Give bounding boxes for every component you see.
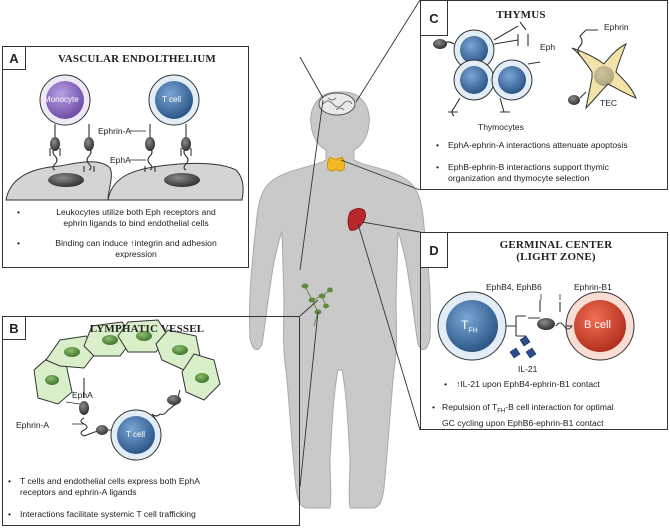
thymocyte-nucleus — [460, 66, 488, 94]
panel-thymus: C THYMUS — [420, 0, 668, 190]
il-21-cytokines — [509, 335, 537, 359]
bullet-point: • Repulsion of TFH-B cell interaction fo… — [432, 402, 664, 429]
panel-b-graphics — [33, 319, 221, 461]
endothelial-nucleus — [164, 173, 200, 187]
bullet-char: • — [8, 476, 12, 486]
human-body-silhouette — [248, 91, 432, 509]
lymphatic-vessels-icon — [301, 283, 333, 327]
bullet-point: • ↑IL-21 upon EphB4-ephrin-B1 contact — [444, 379, 656, 390]
t-cell-label: T cell — [162, 95, 181, 104]
tfh-label-main: T — [461, 318, 469, 332]
ephrin-receptor — [96, 425, 108, 435]
bullet-text-line: expression — [115, 249, 157, 259]
ephrin-receptor — [537, 318, 555, 330]
bullet-text-line: GC cycling upon EphB6-ephrin-B1 contact — [442, 417, 604, 428]
thymocyte-nucleus — [460, 36, 488, 64]
bullet-text-line: organization and thymocyte selection — [448, 173, 590, 183]
bullet-text-line: Interactions facilitate systemic T cell … — [20, 509, 196, 519]
bullet-char: • — [17, 238, 21, 248]
bullet-text-line: Leukocytes utilize both Eph receptors an… — [56, 207, 216, 217]
thymocyte-nucleus — [498, 66, 526, 94]
ephrin-receptor — [84, 137, 94, 151]
bullet-text-line: EphA-ephrin-A interactions attenuate apo… — [448, 140, 628, 150]
bullet-text-line: Repulsion of TFH-B cell interaction for … — [442, 402, 664, 418]
b-cell-label: B cell — [584, 319, 611, 331]
tec-nucleus — [594, 66, 614, 86]
t-cell-nucleus — [117, 416, 155, 454]
panel-c-graphics — [433, 21, 637, 117]
panel-title: VASCULAR ENDOLTHELIUM — [58, 53, 216, 65]
ephrin-receptor — [181, 137, 191, 151]
bullet-char: • — [8, 509, 12, 519]
monocyte-nucleus — [46, 81, 84, 119]
ephrin-receptor — [568, 95, 580, 105]
bullet-text-sub: FH — [497, 408, 506, 415]
bullet-text-line: Binding can induce ↑integrin and adhesio… — [55, 238, 217, 248]
bullet-point: • Leukocytes utilize both Eph receptors … — [17, 207, 243, 229]
panel-title: LYMPHATIC VESSEL — [89, 323, 205, 335]
tfh-label-sub: FH — [468, 327, 478, 335]
tfh-cell-label: TFH — [461, 318, 478, 334]
panel-a-graphics — [5, 74, 244, 201]
ephrin-receptor — [145, 137, 155, 151]
panel-title-line: GERMINAL CENTER — [499, 239, 613, 251]
ephrin-receptor — [167, 395, 181, 405]
il-21-label: IL-21 — [518, 364, 538, 374]
bullet-text-part: -B cell interaction for optimal — [505, 402, 614, 412]
callout-connectors — [299, 0, 421, 488]
bullet-char: • — [444, 379, 448, 389]
bullet-text-line: EphB-ephrin-B interactions support thymi… — [448, 162, 609, 172]
tfh-nucleus — [446, 300, 498, 352]
panel-title-line: (LIGHT ZONE) — [516, 251, 596, 263]
panel-d-graphics — [437, 291, 635, 361]
panel-title: THYMUS — [496, 9, 546, 21]
bullet-text-line: ephrin ligands to bind endothelial cells — [63, 218, 209, 228]
bullet-point: • Interactions facilitate systemic T cel… — [8, 509, 290, 520]
panel-letter: A — [3, 47, 26, 70]
b-cell-nucleus — [574, 300, 626, 352]
bullet-text-part: Repulsion of T — [442, 402, 498, 412]
tec-label: TEC — [600, 98, 617, 108]
monocyte-label: Monocyte — [44, 95, 79, 104]
ephrin-b1-label: Ephrin-B1 — [574, 282, 612, 292]
t-cell-label: T cell — [126, 430, 145, 439]
eph-label: Eph — [540, 42, 556, 52]
brain-icon — [318, 92, 356, 116]
panel-vascular-endothelium: A VASCULAR ENDOLTHELIUM — [2, 46, 249, 268]
bullet-text-line: T cells and endothelial cells express bo… — [20, 476, 200, 486]
thymocytes-label: Thymocytes — [478, 122, 524, 132]
bullet-char: • — [436, 162, 440, 172]
panel-letter: D — [421, 233, 448, 268]
bullet-point: • Binding can induce ↑integrin and adhes… — [17, 238, 243, 260]
panel-lymphatic-vessel: B LYMPHATIC VESSEL — [2, 316, 300, 526]
bullet-point: • EphA-ephrin-A interactions attenuate a… — [436, 140, 664, 151]
panel-title: GERMINAL CENTER (LIGHT ZONE) — [451, 239, 661, 263]
t-cell-nucleus — [155, 81, 193, 119]
ephrin-a-label: Ephrin-A — [98, 126, 132, 136]
epha-label: EphA — [110, 155, 131, 165]
bullet-point: • T cells and endothelial cells express … — [8, 476, 290, 498]
epha-label: EphA — [72, 390, 93, 400]
ephrin-label: Ephrin — [604, 22, 629, 32]
panel-letter: B — [3, 317, 26, 340]
endothelial-nucleus — [48, 173, 84, 187]
ephrin-receptor — [79, 401, 89, 415]
bullet-char: • — [432, 402, 436, 412]
bullet-point: • EphB-ephrin-B interactions support thy… — [436, 162, 664, 184]
ephrin-receptor — [50, 137, 60, 151]
panel-germinal-center: D GERMINAL CENTER (LIGHT ZONE) — [420, 232, 668, 430]
ephb-label: EphB4, EphB6 — [486, 282, 542, 292]
bullet-text-line: receptors and ephrin-A ligands — [20, 487, 137, 497]
bullet-char: • — [436, 140, 440, 150]
panel-letter: C — [421, 1, 448, 36]
bullet-text-line: ↑IL-21 upon EphB4-ephrin-B1 contact — [456, 379, 600, 389]
ephrin-a-label: Ephrin-A — [16, 420, 50, 430]
bullet-char: • — [17, 207, 21, 217]
spleen-organ-icon — [347, 208, 366, 231]
ephrin-receptor — [433, 39, 447, 49]
thymus-organ-icon — [326, 156, 346, 172]
